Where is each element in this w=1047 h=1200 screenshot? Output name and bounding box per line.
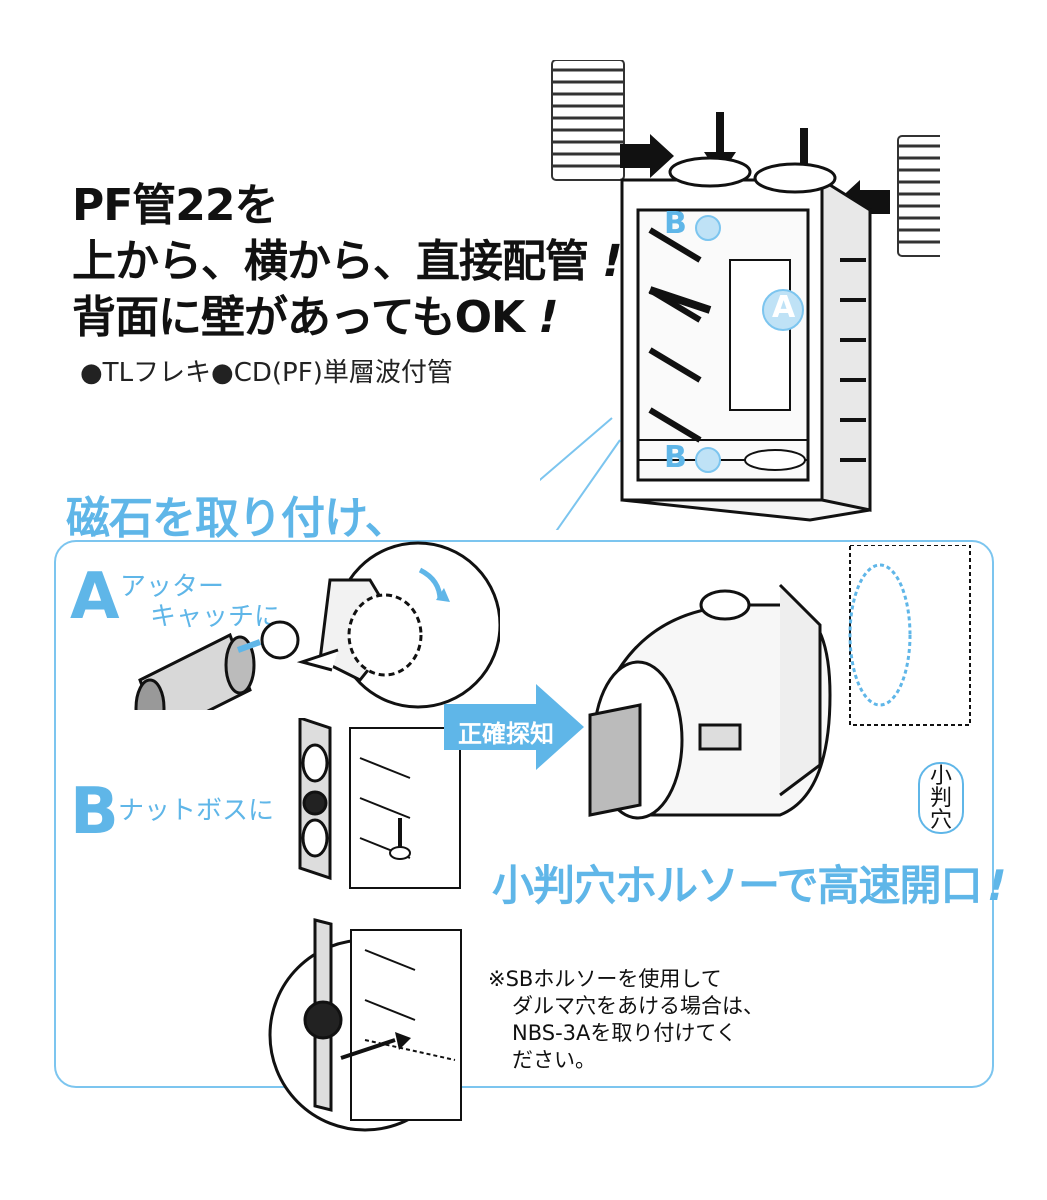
section-a-label-2: キャッチに xyxy=(150,602,281,632)
nutboss-illustration xyxy=(298,718,461,889)
headline-line-2: 上から、横から、直接配管! xyxy=(72,236,627,287)
conduit-right xyxy=(897,135,940,257)
section-a-label-1: アッター xyxy=(120,572,225,602)
section-b-letter: B xyxy=(70,775,119,849)
marker-b-top: B xyxy=(664,206,687,241)
nbs-illustration xyxy=(268,918,462,1132)
marker-dots xyxy=(695,215,804,473)
feature-panel xyxy=(54,540,994,1088)
switch-box xyxy=(620,156,872,522)
headline: PF管22を 上から、横から、直接配管! 背面に壁があってもOK! xyxy=(72,178,627,346)
usage-note: ※SBホルソーを使用して ダルマ穴をあける場合は、 NBS-3Aを取り付けてく … xyxy=(488,967,764,1072)
headline-line-1: PF管22を xyxy=(72,180,279,231)
subtitle: ●TLフレキ●CD(PF)単層波付管 xyxy=(80,358,453,388)
marker-a: A xyxy=(772,290,796,325)
holesaw-illustration xyxy=(588,545,971,820)
oval-hole-tag: 小 判 穴 xyxy=(918,762,964,834)
hole-saw-title: 小判穴ホルソーで高速開口! xyxy=(492,861,1011,910)
headline-line-3: 背面に壁があってもOK! xyxy=(72,292,563,343)
detect-arrow-label: 正確探知 xyxy=(458,720,554,748)
callout-line xyxy=(540,417,621,530)
section-b-label: ナットボスに xyxy=(118,796,275,826)
magnet-title: 磁石を取り付け、 xyxy=(66,493,409,544)
box-illustration xyxy=(540,60,940,530)
marker-b-bottom: B xyxy=(664,440,687,475)
detect-arrow xyxy=(444,684,584,770)
conduit-left xyxy=(551,60,625,181)
magnet-illustration xyxy=(134,541,500,710)
section-a-letter: A xyxy=(70,560,120,634)
